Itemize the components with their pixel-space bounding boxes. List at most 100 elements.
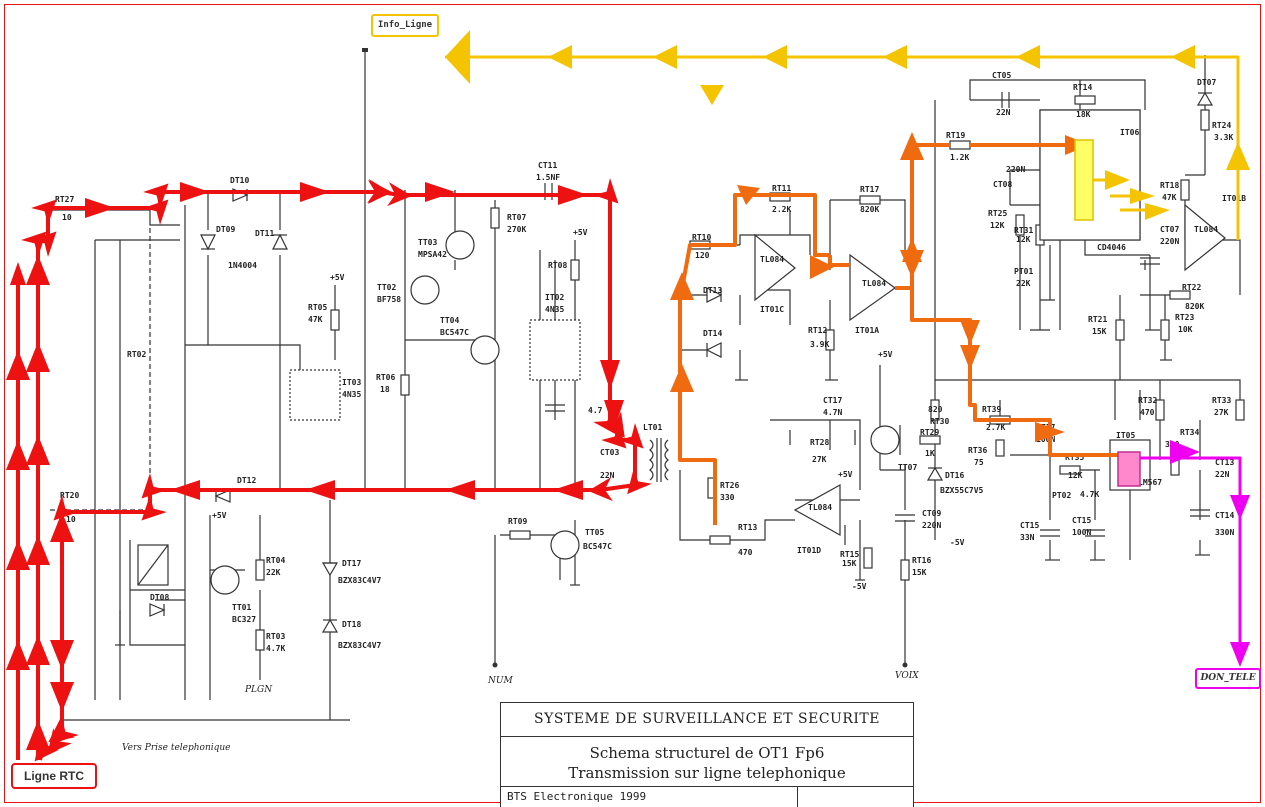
svg-text:47K: 47K — [1162, 193, 1177, 202]
title-transmission-line: Transmission sur ligne telephonique — [568, 764, 846, 782]
svg-text:22K: 22K — [1016, 279, 1031, 288]
svg-text:LT01: LT01 — [643, 423, 662, 432]
svg-text:RT13: RT13 — [738, 523, 757, 532]
info-ligne-label: Info_Ligne — [371, 14, 439, 37]
title-footer: BTS Electronique 1999 — [501, 787, 913, 807]
svg-text:DT07: DT07 — [1197, 78, 1216, 87]
svg-text:+5V: +5V — [330, 273, 345, 282]
svg-text:RT12: RT12 — [808, 326, 827, 335]
svg-text:RT31: RT31 — [1014, 226, 1033, 235]
svg-text:2.7K: 2.7K — [986, 423, 1005, 432]
resistor-rt29 — [919, 435, 941, 445]
capacitor-ct13 — [1190, 509, 1210, 517]
resistor-rt14 — [1074, 95, 1096, 105]
magenta-arrows — [1170, 440, 1250, 667]
svg-text:RT34: RT34 — [1180, 428, 1199, 437]
resistor-rt06 — [400, 374, 410, 396]
transistor-tt05 — [550, 530, 580, 560]
svg-text:DT09: DT09 — [216, 225, 235, 234]
svg-text:BZX55C7V5: BZX55C7V5 — [940, 486, 984, 495]
diode-dt07 — [1196, 91, 1214, 106]
resistor-rt12 — [825, 329, 835, 351]
resistor-rt35 — [1059, 465, 1081, 475]
svg-text:4.7: 4.7 — [588, 406, 603, 415]
svg-text:IT01B: IT01B — [1222, 194, 1246, 203]
svg-text:3.9K: 3.9K — [810, 340, 829, 349]
svg-text:15K: 15K — [842, 559, 857, 568]
svg-text:CT17: CT17 — [823, 396, 842, 405]
svg-text:RT08: RT08 — [548, 261, 567, 270]
svg-text:CD4046: CD4046 — [1097, 243, 1126, 252]
diode-dt09 — [200, 234, 216, 251]
svg-text:PLGN: PLGN — [244, 685, 273, 695]
svg-text:470: 470 — [738, 548, 753, 557]
resistor-rt30 — [930, 399, 940, 421]
svg-text:120: 120 — [695, 251, 710, 260]
svg-text:BC547C: BC547C — [583, 542, 612, 551]
svg-text:TT07: TT07 — [898, 463, 917, 472]
svg-text:BC547C: BC547C — [440, 328, 469, 337]
svg-text:4N35: 4N35 — [342, 390, 361, 399]
svg-text:22N: 22N — [996, 108, 1011, 117]
svg-text:27K: 27K — [812, 455, 827, 464]
svg-text:4.7K: 4.7K — [1080, 490, 1099, 499]
svg-text:TT05: TT05 — [585, 528, 604, 537]
svg-text:2.2K: 2.2K — [772, 205, 791, 214]
svg-text:MPSA42: MPSA42 — [418, 250, 447, 259]
svg-text:33N: 33N — [1020, 533, 1035, 542]
svg-text:RT10: RT10 — [692, 233, 711, 242]
title-schema-line: Schema structurel de OT1 Fp6 — [589, 744, 825, 762]
transformer-lt01 — [649, 438, 669, 482]
svg-text:RT21: RT21 — [1088, 315, 1107, 324]
resistor-rt07 — [490, 207, 500, 229]
svg-text:PT01: PT01 — [1014, 267, 1033, 276]
svg-text:TL084: TL084 — [808, 503, 832, 512]
svg-text:3.3K: 3.3K — [1214, 133, 1233, 142]
capacitor-ct11 — [544, 183, 553, 200]
orange-arrows — [670, 132, 1090, 442]
svg-text:100N: 100N — [1072, 528, 1091, 537]
svg-text:PT02: PT02 — [1052, 491, 1071, 500]
svg-text:1K: 1K — [925, 449, 935, 458]
diode-dt16 — [926, 466, 944, 481]
svg-text:220N: 220N — [1160, 237, 1179, 246]
svg-text:CT11: CT11 — [538, 161, 557, 170]
svg-text:4N35: 4N35 — [545, 305, 564, 314]
svg-text:RT17: RT17 — [860, 185, 879, 194]
svg-text:RT19: RT19 — [946, 131, 965, 140]
svg-text:CT09: CT09 — [922, 509, 941, 518]
red-signal-path — [6, 178, 652, 762]
svg-text:1N4004: 1N4004 — [228, 261, 257, 270]
svg-text:TL084: TL084 — [760, 255, 784, 264]
svg-text:DT14: DT14 — [703, 329, 722, 338]
svg-text:RT15: RT15 — [840, 550, 859, 559]
capacitor-ct05 — [1001, 92, 1010, 108]
svg-text:100N: 100N — [1036, 435, 1055, 444]
magenta-signal-path — [1140, 440, 1250, 667]
svg-text:RT33: RT33 — [1212, 396, 1231, 405]
resistor-rt05 — [330, 309, 340, 331]
svg-text:RT26: RT26 — [720, 481, 739, 490]
yellow-arrows — [445, 30, 1250, 220]
svg-text:DT13: DT13 — [703, 286, 722, 295]
resistor-rt22 — [1169, 290, 1191, 300]
resistor-rt17 — [859, 195, 881, 205]
svg-text:RT06: RT06 — [376, 373, 395, 382]
svg-text:4.7N: 4.7N — [823, 408, 842, 417]
svg-text:CT15: CT15 — [1020, 521, 1039, 530]
svg-text:12K: 12K — [1016, 235, 1031, 244]
svg-text:VOIX: VOIX — [895, 671, 919, 681]
resistor-rt15 — [863, 547, 873, 569]
resistor-rt03 — [255, 629, 265, 651]
optocoupler-it02 — [529, 319, 581, 381]
transistor-tt02 — [410, 275, 440, 305]
svg-text:RT16: RT16 — [912, 556, 931, 565]
svg-text:DT11: DT11 — [255, 229, 274, 238]
svg-text:220N: 220N — [922, 521, 941, 530]
svg-text:RT18: RT18 — [1160, 181, 1179, 190]
svg-text:220N: 220N — [1006, 165, 1025, 174]
opamp-it01d — [793, 483, 841, 537]
diode-dt08 — [149, 603, 166, 617]
diode-dt11 — [272, 233, 288, 250]
